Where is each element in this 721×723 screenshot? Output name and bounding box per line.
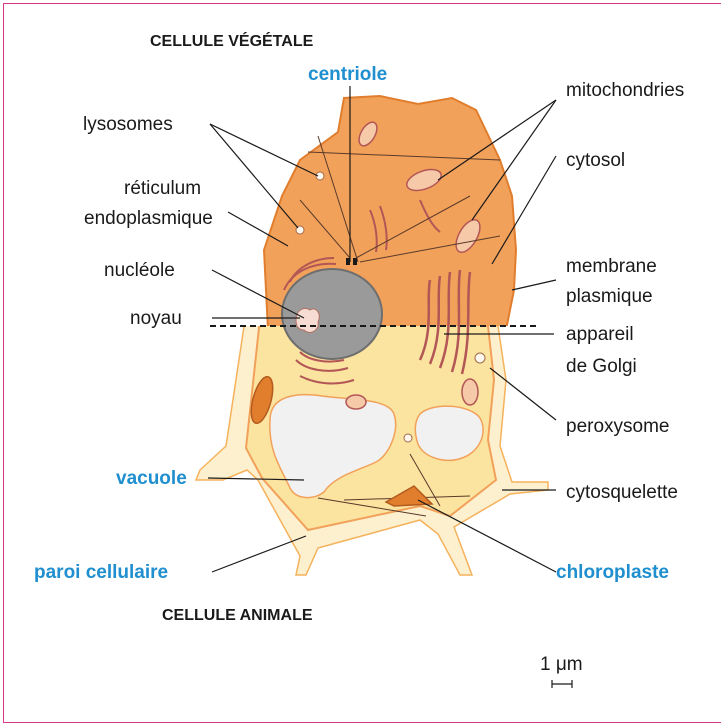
label-reticulum-line2: endoplasmique	[84, 208, 213, 229]
label-membrane-line1: membrane	[566, 256, 657, 277]
label-centriole: centriole	[308, 64, 387, 85]
label-membrane-line2: plasmique	[566, 286, 653, 307]
label-cytosol: cytosol	[566, 150, 625, 171]
scale-bar-label: 1 μm	[540, 654, 583, 675]
heading-animal-cell: CELLULE ANIMALE	[162, 607, 313, 624]
label-reticulum-line1: réticulum	[124, 178, 201, 199]
heading-plant-cell: CELLULE VÉGÉTALE	[150, 31, 314, 50]
label-golgi-line2: de Golgi	[566, 356, 637, 377]
peroxysome-organelle	[475, 353, 485, 363]
label-nucleole: nucléole	[104, 260, 175, 281]
label-peroxysome: peroxysome	[566, 416, 670, 437]
label-lysosomes: lysosomes	[83, 114, 173, 135]
label-chloroplaste: chloroplaste	[556, 562, 669, 583]
scale-bar: 1 μm	[540, 654, 583, 688]
label-mitochondries: mitochondries	[566, 80, 684, 101]
label-noyau: noyau	[130, 308, 182, 329]
label-vacuole: vacuole	[116, 468, 187, 489]
label-golgi-line1: appareil	[566, 324, 634, 345]
label-cytosquelette: cytosquelette	[566, 482, 678, 503]
cell-diagram: 1 μm CELLULE VÉGÉTALE CELLULE ANIMALE ce…	[0, 0, 721, 702]
label-paroi-cellulaire: paroi cellulaire	[34, 562, 168, 583]
